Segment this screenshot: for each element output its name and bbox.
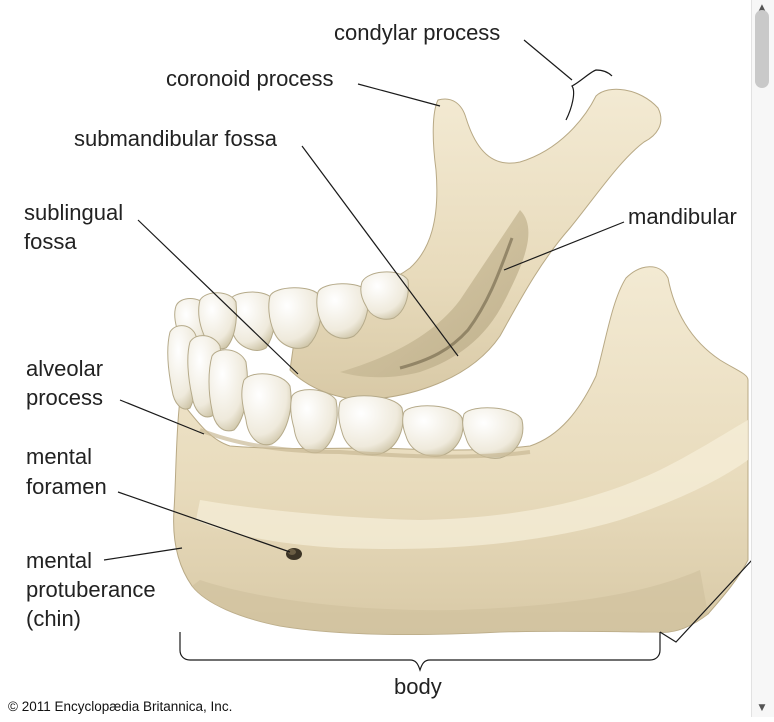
label-mental-protuberance-line2: protuberance (26, 575, 156, 604)
copyright-notice: © 2011 Encyclopædia Britannica, Inc. (8, 699, 232, 714)
label-mandibular: mandibular (628, 202, 737, 231)
leader-mental-protuberance (104, 548, 182, 560)
label-mental-protuberance-line3: (chin) (26, 604, 81, 633)
scrollbar-thumb[interactable] (755, 10, 769, 88)
bracket-body (180, 632, 660, 670)
label-alveolar-line1: alveolar (26, 354, 103, 383)
label-sublingual-line1: sublingual (24, 198, 123, 227)
label-body: body (394, 672, 442, 701)
label-mental-foramen-line1: mental (26, 442, 92, 471)
leader-coronoid (358, 84, 440, 106)
label-condylar-process: condylar process (334, 18, 500, 47)
leader-condylar (524, 40, 572, 80)
label-mental-protuberance-line1: mental (26, 546, 92, 575)
label-coronoid-process: coronoid process (166, 64, 334, 93)
label-sublingual-line2: fossa (24, 227, 77, 256)
label-alveolar-line2: process (26, 383, 103, 412)
scrollbar-track[interactable] (751, 0, 774, 717)
scroll-down-icon[interactable]: ▼ (756, 702, 768, 714)
label-submandibular-fossa: submandibular fossa (74, 124, 277, 153)
label-mental-foramen-line2: foramen (26, 472, 107, 501)
